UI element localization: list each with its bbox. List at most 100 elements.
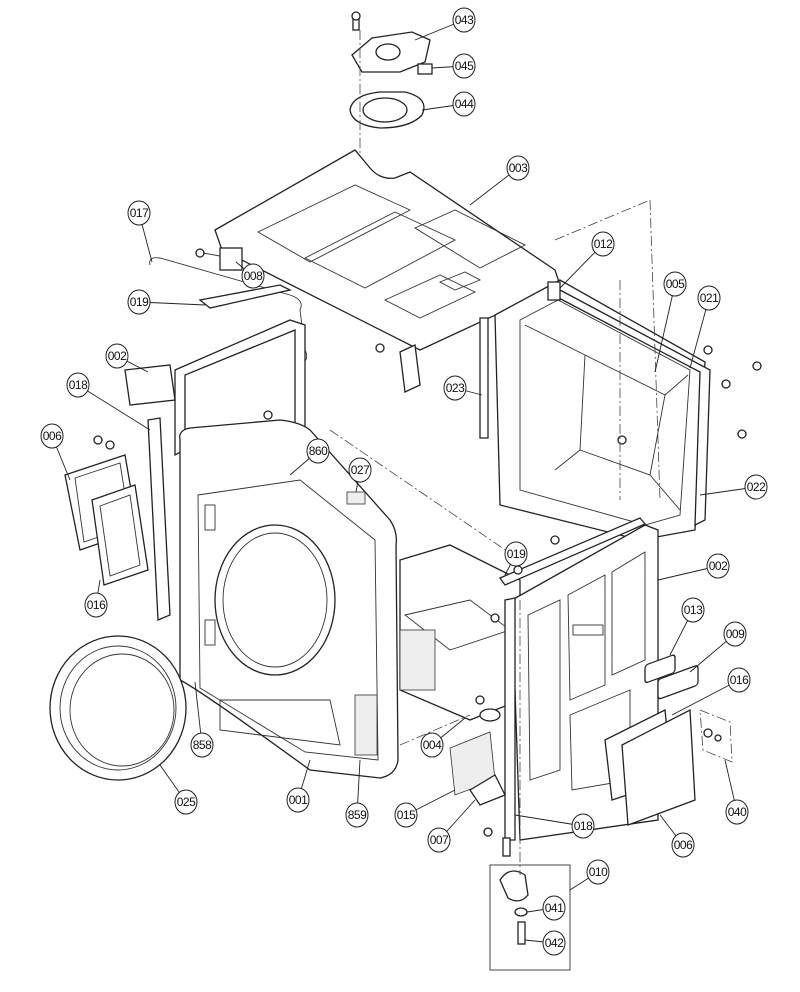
- leader-line: [77, 384, 151, 431]
- callout-bubble: [105, 343, 129, 369]
- callout-002: 002: [105, 343, 149, 373]
- callout-number: 016: [730, 673, 749, 687]
- callout-bubble: [542, 895, 566, 921]
- callout-bubble: [697, 285, 721, 311]
- callout-bubble: [427, 827, 451, 853]
- callout-bubble: [727, 667, 751, 693]
- callout-bubble: [420, 732, 444, 758]
- right-side-covers: [604, 654, 733, 826]
- callout-016: 016: [671, 667, 751, 716]
- callout-number: 013: [684, 603, 703, 617]
- callout-017: 017: [127, 200, 153, 263]
- callout-bubble: [725, 799, 749, 825]
- callout-bubble: [394, 802, 418, 828]
- base-frame: [329, 429, 521, 837]
- callout-bubble: [542, 930, 566, 956]
- callout-number: 027: [351, 463, 370, 477]
- leader-line: [654, 283, 676, 373]
- callout-bubble: [345, 802, 369, 828]
- callout-number: 044: [455, 97, 474, 111]
- callout-bubble: [452, 53, 476, 79]
- callout-001: 001: [286, 759, 311, 813]
- callout-number: 860: [309, 444, 328, 458]
- callout-004: 004: [420, 717, 466, 758]
- callout-number: 041: [545, 901, 564, 915]
- callout-860: 860: [289, 438, 330, 476]
- callout-009: 009: [689, 621, 747, 673]
- callout-number: 859: [348, 808, 367, 822]
- callout-number: 009: [726, 627, 745, 641]
- callout-number: 858: [193, 738, 212, 752]
- callout-040: 040: [724, 759, 749, 825]
- callout-bubble: [723, 621, 747, 647]
- callout-bubble: [506, 155, 530, 181]
- callout-010: 010: [569, 859, 610, 891]
- callout-number: 043: [455, 13, 474, 27]
- callout-006: 006: [659, 814, 695, 858]
- callout-number: 005: [666, 277, 685, 291]
- leader-line: [671, 679, 740, 716]
- front-panel: [179, 419, 399, 779]
- callout-number: 006: [43, 429, 62, 443]
- callout-018: 018: [514, 813, 595, 839]
- callout-006: 006: [40, 423, 71, 481]
- screw-icon: [752, 361, 762, 371]
- callout-015: 015: [394, 789, 456, 828]
- callout-bubble: [174, 789, 198, 815]
- callout-number: 007: [430, 833, 449, 847]
- door-ring: [49, 635, 187, 781]
- screw-icon: [703, 345, 713, 355]
- callout-number: 019: [507, 547, 526, 561]
- callout-number: 023: [446, 381, 465, 395]
- callout-043: 043: [414, 7, 476, 41]
- callout-bubble: [586, 859, 610, 885]
- callout-number: 002: [108, 349, 127, 363]
- callout-number: 040: [728, 805, 747, 819]
- adjustable-foot-assembly: [489, 600, 571, 971]
- callout-number: 002: [709, 559, 728, 573]
- callout-number: 016: [87, 598, 106, 612]
- part-023: [479, 317, 489, 439]
- callout-number: 001: [289, 793, 308, 807]
- part-027: [346, 491, 366, 505]
- callout-number: 025: [177, 795, 196, 809]
- callout-021: 021: [689, 285, 721, 369]
- callout-027: 027: [348, 457, 372, 493]
- callout-number: 045: [455, 59, 474, 73]
- top-panel: [195, 149, 561, 393]
- callout-042: 042: [524, 930, 566, 956]
- callout-bubble: [504, 541, 528, 567]
- callout-bubble: [443, 375, 467, 401]
- callout-number: 015: [397, 808, 416, 822]
- callout-bubble: [452, 7, 476, 33]
- callout-bubble: [127, 289, 151, 315]
- callout-bubble: [306, 438, 330, 464]
- callout-bubble: [671, 832, 695, 858]
- callout-013: 013: [669, 597, 705, 656]
- callout-number: 003: [509, 161, 528, 175]
- callout-859: 859: [345, 759, 369, 828]
- callout-number: 018: [69, 378, 88, 392]
- callout-bubble: [706, 553, 730, 579]
- callout-bubble: [84, 592, 108, 618]
- callout-bubble: [190, 732, 214, 758]
- callout-number: 019: [130, 295, 149, 309]
- callout-023: 023: [443, 375, 483, 401]
- callout-bubble: [127, 200, 151, 226]
- callout-044: 044: [421, 91, 476, 117]
- callout-bubble: [571, 813, 595, 839]
- callout-bubble: [452, 91, 476, 117]
- screw-icon: [721, 379, 731, 389]
- callout-number: 004: [423, 738, 442, 752]
- callout-005: 005: [654, 271, 687, 373]
- callout-number: 017: [130, 206, 149, 220]
- callout-number: 010: [589, 865, 608, 879]
- callout-002: 002: [657, 553, 730, 581]
- left-side-covers: [64, 435, 149, 586]
- callout-bubble: [286, 787, 310, 813]
- callout-019: 019: [504, 541, 528, 576]
- callout-003: 003: [469, 155, 530, 206]
- callout-bubble: [681, 597, 705, 623]
